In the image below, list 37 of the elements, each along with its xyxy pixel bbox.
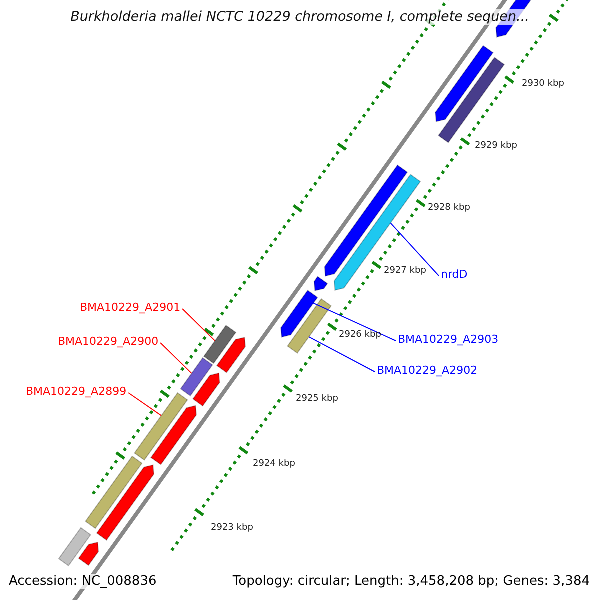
gene-block bbox=[324, 164, 408, 277]
scale-label: 2927 kbp bbox=[384, 266, 426, 276]
gene-bar bbox=[287, 298, 332, 354]
scale-label: 2930 kbp bbox=[522, 79, 564, 89]
scale-label: 2923 kbp bbox=[211, 523, 254, 533]
gene-bar bbox=[203, 324, 237, 364]
gene-bar bbox=[134, 392, 188, 461]
gene-block bbox=[435, 45, 494, 122]
gene-label: BMA10229_A2900 bbox=[58, 335, 159, 348]
footer-text: Accession: NC_008836 bbox=[9, 574, 157, 589]
gene-block bbox=[314, 276, 328, 292]
gene-label: BMA10229_A2902 bbox=[377, 364, 478, 377]
gene-block bbox=[78, 542, 100, 566]
gene-label: nrdD bbox=[441, 268, 468, 281]
gene-block bbox=[192, 372, 220, 407]
scale-label: 2929 kbp bbox=[475, 141, 518, 151]
scale-label: 2924 kbp bbox=[253, 459, 296, 469]
leader-line bbox=[182, 308, 216, 342]
leader-line bbox=[128, 392, 162, 416]
gene-label: BMA10229_A2901 bbox=[80, 301, 181, 314]
gene-bar bbox=[180, 357, 214, 397]
scale-label: 2925 kbp bbox=[296, 394, 338, 404]
footer-text: Topology: circular; Length: 3,458,208 bp; Genes: 3,384 bbox=[232, 574, 590, 589]
leader-line bbox=[160, 342, 192, 374]
scale-label: 2926 kbp bbox=[339, 330, 382, 340]
gene-bar bbox=[58, 527, 92, 567]
gene-label: BMA10229_A2903 bbox=[398, 333, 499, 346]
gene-block bbox=[280, 290, 318, 338]
scale-label: 2928 kbp bbox=[428, 203, 470, 213]
gene-label: BMA10229_A2899 bbox=[26, 385, 127, 398]
title: Burkholderia mallei NCTC 10229 chromosome I, complete sequen... bbox=[70, 9, 530, 25]
gene-bar bbox=[85, 456, 143, 530]
gene-block bbox=[216, 336, 246, 374]
gene-block bbox=[96, 464, 155, 541]
gene-block bbox=[150, 405, 198, 466]
leader-line bbox=[308, 336, 376, 372]
leader-line bbox=[313, 302, 396, 342]
